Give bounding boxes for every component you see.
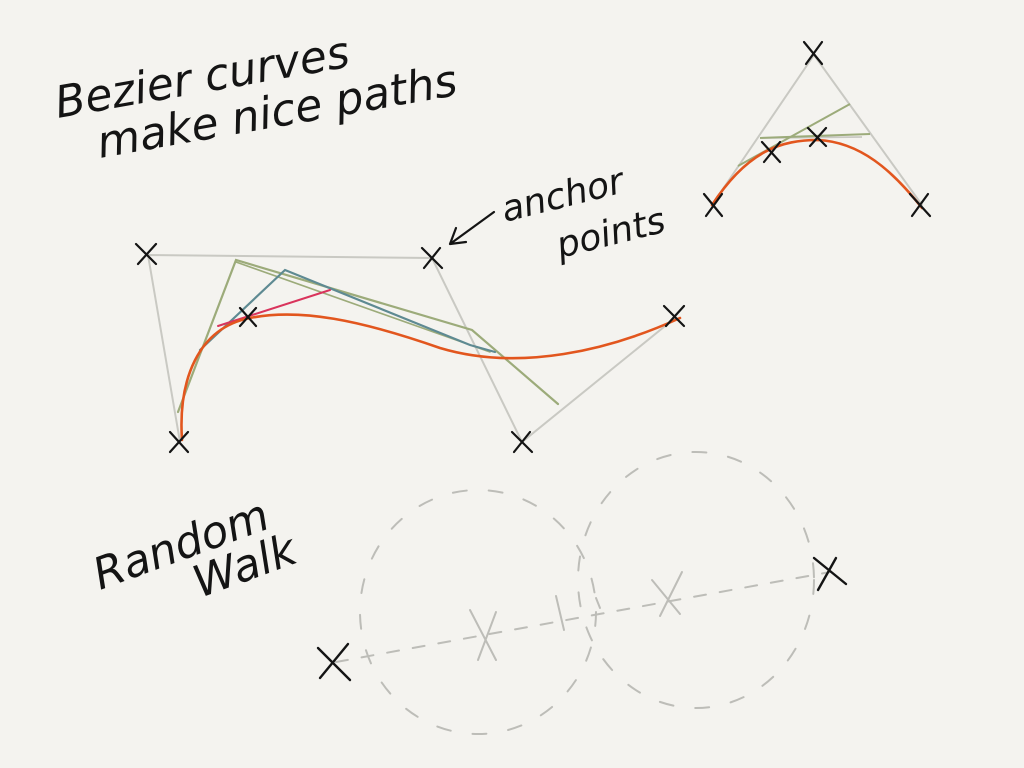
cross-mark-icon <box>595 597 601 609</box>
cross-mark-icon <box>238 306 258 328</box>
walk-circle-right <box>577 451 815 709</box>
quadratic-curve <box>710 138 924 210</box>
bezier-curve <box>180 313 682 442</box>
construction-line-blue <box>198 268 497 354</box>
random-walk-diagram <box>316 451 848 735</box>
walk-path <box>335 571 831 663</box>
cross-mark-icon <box>316 642 352 682</box>
cross-mark-icon <box>651 571 683 617</box>
bezier-construction-main <box>134 242 686 454</box>
cross-mark-icon <box>908 192 932 218</box>
title-text: Bezier curves make nice paths <box>51 27 461 169</box>
control-triangle <box>711 53 923 206</box>
walk-circle-left <box>359 489 597 735</box>
construction-line-green <box>176 258 560 414</box>
construction-line-pink <box>217 289 331 327</box>
random-walk-label: Random Walk <box>86 490 304 609</box>
bezier-construction-quadratic <box>702 40 932 218</box>
cross-mark-icon <box>420 246 444 270</box>
cross-mark-icon <box>168 430 190 454</box>
cross-mark-icon <box>469 609 497 661</box>
cross-mark-icon <box>555 595 565 631</box>
cross-mark-icon <box>760 140 782 164</box>
arrow-icon <box>448 210 496 246</box>
anchor-points-label: anchor points <box>448 160 669 267</box>
cross-mark-icon <box>812 556 848 592</box>
cross-mark-icon <box>806 126 828 148</box>
cross-mark-icon <box>662 304 686 328</box>
cross-mark-icon <box>510 430 534 454</box>
cross-mark-icon <box>134 242 158 266</box>
cross-mark-icon <box>802 40 824 66</box>
cross-mark-icon <box>702 192 724 218</box>
